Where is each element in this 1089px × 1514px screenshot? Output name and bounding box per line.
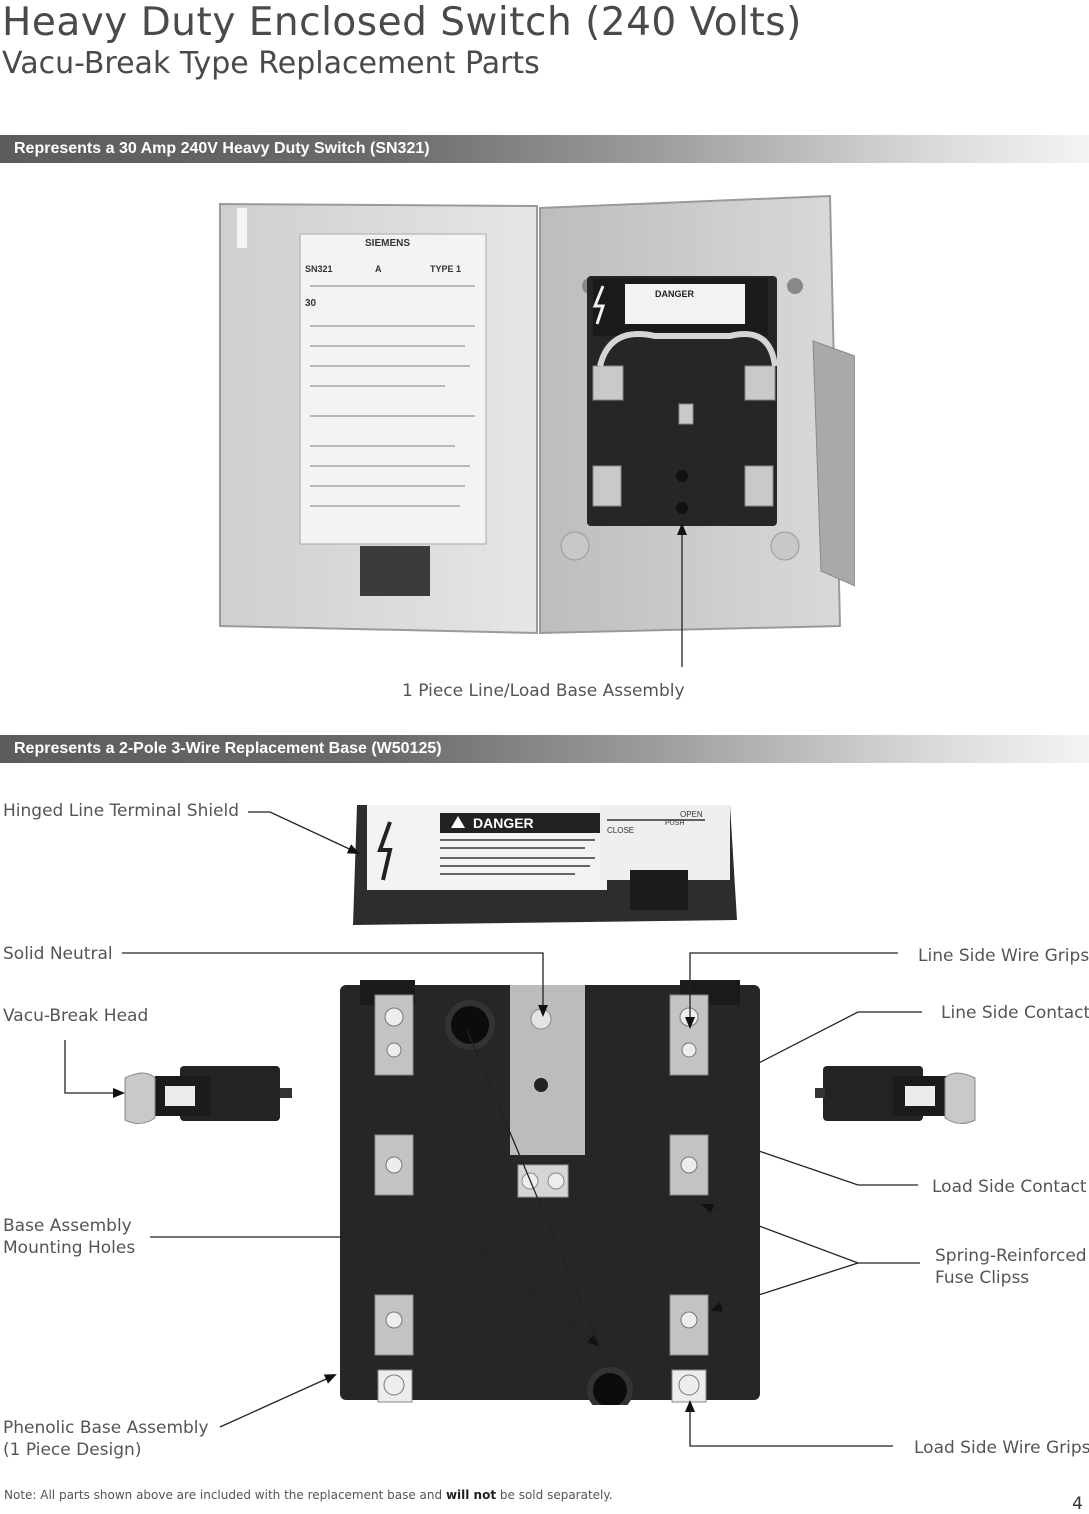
photo-label-type: TYPE 1	[430, 264, 461, 274]
vacu-break-head-right-photo	[815, 1066, 976, 1124]
shield-push-text: PUSH	[665, 820, 684, 827]
label-phenolic-line2: (1 Piece Design)	[3, 1440, 142, 1460]
label-line-wire-grips: Line Side Wire Grips	[918, 946, 1089, 966]
photo-label-a: A	[375, 264, 382, 274]
label-load-contact: Load Side Contact	[932, 1177, 1087, 1197]
label-load-wire-grips: Load Side Wire Grips	[914, 1438, 1089, 1458]
switch-enclosure-photo: SIEMENS SN321 A TYPE 1 30 DANGER	[219, 194, 855, 635]
footnote-prefix: Note: All parts shown above are included…	[4, 1488, 446, 1502]
section-band-switch: Represents a 30 Amp 240V Heavy Duty Swit…	[0, 135, 1089, 163]
label-hinged-shield: Hinged Line Terminal Shield	[3, 801, 240, 821]
label-base-holes-line1: Base Assembly	[3, 1216, 132, 1236]
vacu-break-head-left-photo	[124, 1066, 292, 1124]
terminal-shield-photo: DANGER OPEN CLOSE PUSH	[353, 805, 737, 925]
footnote-bold: will not	[445, 1488, 497, 1502]
label-solid-neutral: Solid Neutral	[3, 944, 113, 964]
section-band-base: Represents a 2-Pole 3-Wire Replacement B…	[0, 735, 1089, 763]
label-phenolic-line1: Phenolic Base Assembly	[3, 1418, 209, 1438]
callout-base-assembly: 1 Piece Line/Load Base Assembly	[402, 681, 685, 701]
shield-open-text: OPEN	[680, 810, 703, 819]
footnote: Note: All parts shown above are included…	[4, 1488, 613, 1502]
photo-label-catalog: SN321	[305, 264, 333, 274]
section-band-switch-text: Represents a 30 Amp 240V Heavy Duty Swit…	[14, 140, 430, 157]
label-spring-line1: Spring-Reinforced	[935, 1246, 1087, 1266]
page-number: 4	[1072, 1494, 1083, 1514]
label-base-holes-line2: Mounting Holes	[3, 1238, 136, 1258]
label-line-contact: Line Side Contact	[941, 1003, 1089, 1023]
photo-label-brand: SIEMENS	[365, 238, 410, 249]
label-vacu-break-head: Vacu-Break Head	[3, 1006, 149, 1026]
footnote-suffix: be sold separately.	[496, 1488, 613, 1502]
shield-danger-text: DANGER	[473, 815, 534, 831]
page-subtitle: Vacu-Break Type Replacement Parts	[2, 46, 540, 81]
label-spring-line2: Fuse Clipss	[935, 1268, 1030, 1288]
photo-shield-danger: DANGER	[655, 289, 695, 299]
section-band-base-text: Represents a 2-Pole 3-Wire Replacement B…	[14, 740, 442, 757]
photo-label-amps: 30	[305, 298, 317, 309]
page-title: Heavy Duty Enclosed Switch (240 Volts)	[2, 0, 802, 45]
shield-close-text: CLOSE	[607, 826, 634, 835]
